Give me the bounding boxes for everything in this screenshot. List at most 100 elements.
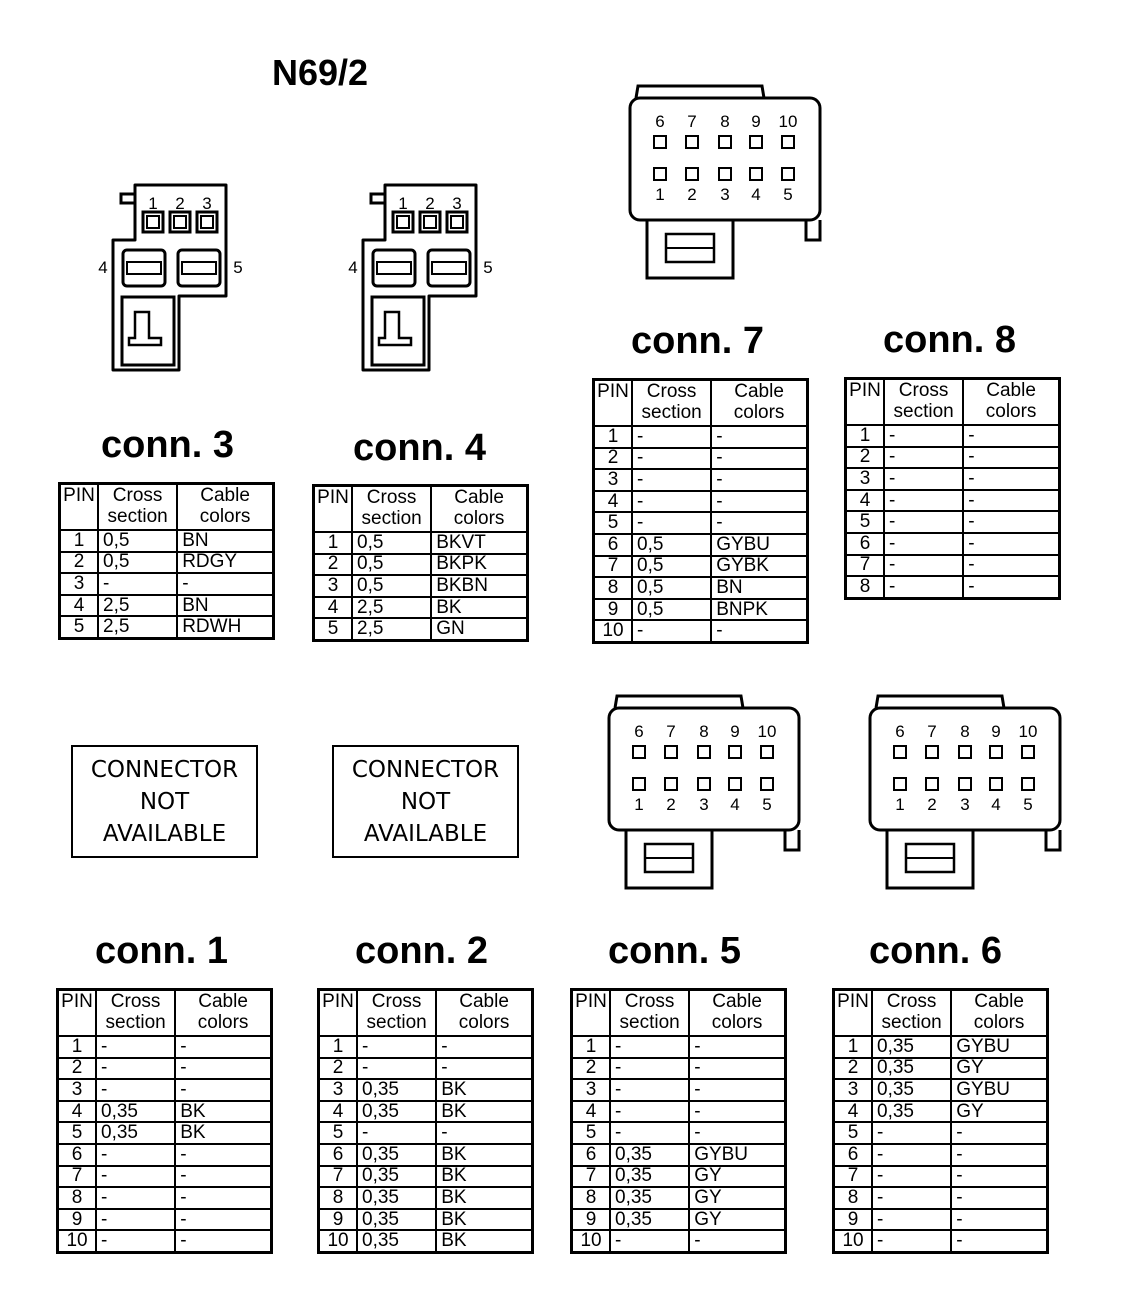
cable-color-cell: - bbox=[710, 468, 809, 492]
connector-latch-tab bbox=[119, 192, 137, 205]
not-available-line: AVAILABLE bbox=[363, 820, 488, 847]
conn2-title: conn. 2 bbox=[354, 930, 489, 972]
pin-number-label: 3 bbox=[452, 194, 461, 213]
pin-number-label: 5 bbox=[233, 258, 242, 277]
cable-color-cell: - bbox=[688, 1121, 787, 1145]
pin-number-label: 1 bbox=[655, 185, 664, 204]
conn3-title: conn. 3 bbox=[100, 424, 235, 466]
table-row: 10-- bbox=[56, 1229, 273, 1253]
table-row: 5-- bbox=[317, 1121, 534, 1145]
cross-section-cell: 0,35 bbox=[95, 1121, 177, 1145]
signal-pin-inner bbox=[146, 215, 160, 229]
conn4-title: conn. 4 bbox=[352, 427, 487, 469]
cable-color-cell: GYBU bbox=[710, 532, 809, 557]
header-pin: PIN bbox=[58, 482, 100, 531]
cable-color-cell: - bbox=[710, 446, 809, 471]
signal-pin bbox=[760, 777, 774, 791]
power-pin-outer bbox=[176, 248, 222, 288]
table-row: 2-- bbox=[317, 1056, 534, 1081]
cable-color-cell: - bbox=[962, 510, 1061, 534]
cross-section-cell: - bbox=[631, 489, 713, 514]
signal-pin-inner bbox=[200, 215, 214, 229]
pin-cell: 2 bbox=[592, 446, 634, 471]
cable-color-cell: - bbox=[710, 511, 809, 535]
cross-section-cell: - bbox=[95, 1142, 177, 1167]
header-cable-colors: Cable colors bbox=[688, 988, 787, 1037]
pin-cell: 9 bbox=[317, 1207, 359, 1232]
signal-pin bbox=[664, 777, 678, 791]
cable-color-cell: BKBN bbox=[430, 574, 529, 598]
cross-section-cell: 0,35 bbox=[356, 1207, 438, 1232]
cross-section-cell: 0,5 bbox=[97, 550, 179, 575]
cable-color-cell: - bbox=[688, 1078, 787, 1102]
cross-section-cell: - bbox=[95, 1186, 177, 1210]
signal-pin bbox=[664, 745, 678, 759]
cross-section-cell: 0,35 bbox=[609, 1207, 691, 1232]
cross-section-cell: 0,35 bbox=[356, 1142, 438, 1167]
connector-not-available-conn2: CONNECTOR NOT AVAILABLE bbox=[332, 745, 519, 858]
pin-cell: 3 bbox=[592, 468, 634, 492]
pin-number-label: 3 bbox=[960, 795, 969, 814]
pin-number-label: 5 bbox=[762, 795, 771, 814]
signal-pin bbox=[1021, 777, 1035, 791]
pin-number-label: 6 bbox=[634, 722, 643, 741]
table-row: 3-- bbox=[592, 468, 809, 492]
header-cable-colors: Cable colors bbox=[174, 988, 273, 1037]
cable-color-cell: - bbox=[950, 1164, 1049, 1189]
table-row: 3-- bbox=[56, 1078, 273, 1102]
cross-section-cell: 0,35 bbox=[356, 1229, 438, 1253]
cross-section-cell: - bbox=[95, 1035, 177, 1059]
cross-section-cell: - bbox=[95, 1078, 177, 1102]
table-row: 5-- bbox=[592, 511, 809, 535]
table-row: 5-- bbox=[832, 1121, 1049, 1145]
cross-section-cell: 0,5 bbox=[351, 574, 433, 598]
pin-cell: 5 bbox=[312, 617, 354, 641]
cable-color-cell: GY bbox=[688, 1207, 787, 1232]
connector-top-rail bbox=[634, 84, 766, 99]
header-cross-section: Cross section bbox=[631, 378, 713, 427]
pin-cell: 4 bbox=[832, 1099, 874, 1124]
cross-section-cell: - bbox=[95, 1229, 177, 1253]
cross-section-cell: - bbox=[883, 531, 965, 556]
cable-color-cell: - bbox=[710, 619, 809, 643]
signal-pin bbox=[958, 745, 972, 759]
pin-cell: 7 bbox=[832, 1164, 874, 1189]
cable-color-cell: - bbox=[174, 1164, 273, 1189]
header-cross-section: Cross section bbox=[95, 988, 177, 1037]
cable-color-cell: BNPK bbox=[710, 597, 809, 622]
pin-number-label: 5 bbox=[483, 258, 492, 277]
cross-section-cell: 0,35 bbox=[356, 1078, 438, 1102]
signal-pin-outer bbox=[141, 210, 165, 234]
cross-section-cell: 0,5 bbox=[631, 532, 713, 557]
cross-section-cell: - bbox=[631, 511, 713, 535]
pin-cell: 2 bbox=[832, 1056, 874, 1081]
cable-color-cell: - bbox=[176, 572, 275, 596]
pin-number-label: 8 bbox=[720, 112, 729, 131]
cross-section-cell: - bbox=[883, 510, 965, 534]
pin-number-label: 2 bbox=[175, 194, 184, 213]
header-cross-section: Cross section bbox=[609, 988, 691, 1037]
cross-section-cell: - bbox=[883, 424, 965, 448]
header-cross-section: Cross section bbox=[883, 377, 965, 426]
power-pin-slot bbox=[376, 261, 412, 275]
table-row: 6-- bbox=[844, 531, 1061, 556]
connector-side-clip bbox=[1044, 830, 1062, 852]
cable-color-cell: - bbox=[174, 1186, 273, 1210]
cross-section-cell: - bbox=[356, 1056, 438, 1081]
table-row: 9-- bbox=[56, 1207, 273, 1232]
pin-cell: 2 bbox=[570, 1056, 612, 1081]
cross-section-cell: 2,5 bbox=[351, 617, 433, 641]
